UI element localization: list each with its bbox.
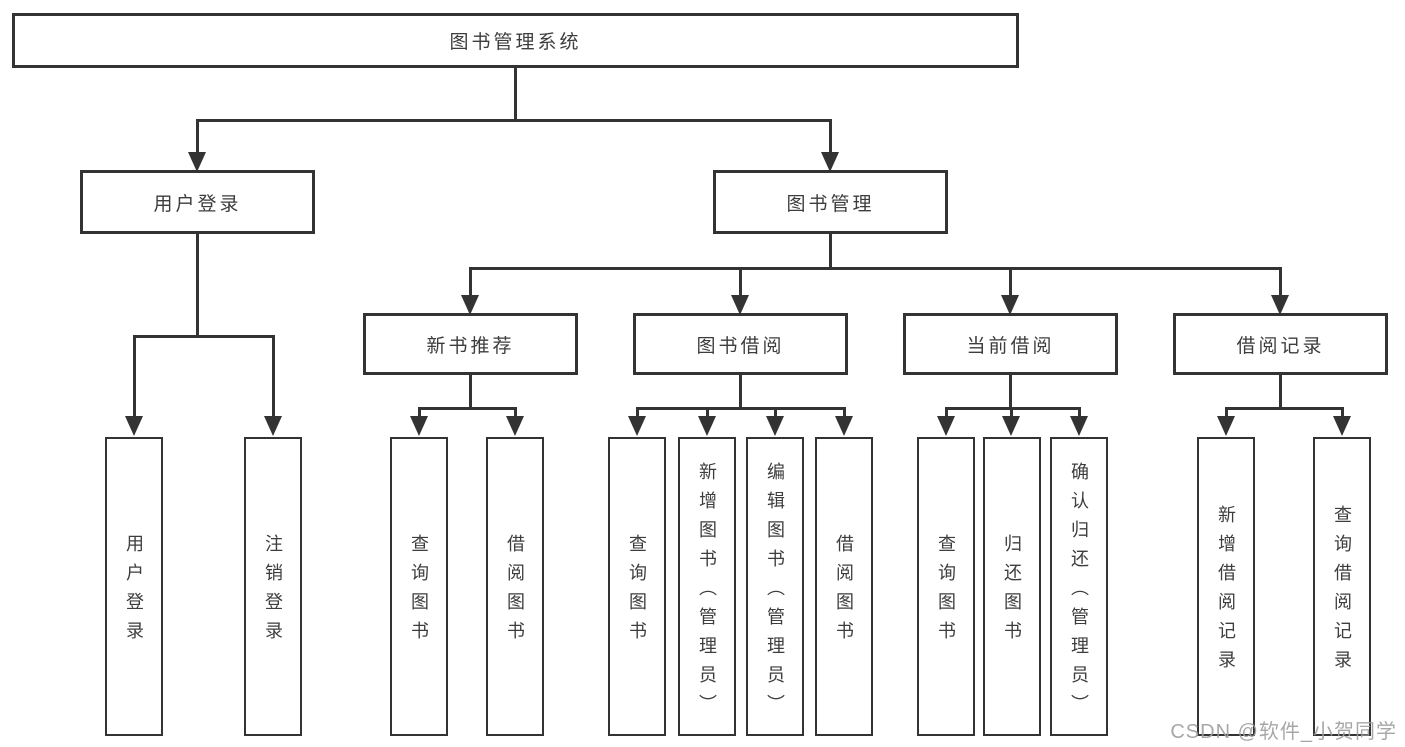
connector-line <box>738 375 742 408</box>
connector-line <box>513 68 517 120</box>
connector-line <box>468 266 1282 270</box>
connector-arrow-stem <box>1009 408 1013 422</box>
arrowhead-down-icon <box>264 416 282 436</box>
arrowhead-down-icon <box>1002 416 1020 436</box>
leaf-add-books-admin: 新增图书（管理员） <box>678 437 736 736</box>
node-user-login-label: 用户登录 <box>153 193 242 215</box>
leaf-user-login-label: 用户登录 <box>124 534 144 650</box>
connector-arrow-stem <box>1008 268 1012 301</box>
leaf-edit-books-admin-label: 编辑图书（管理员） <box>765 461 785 723</box>
leaf-query-books-1-label: 查询图书 <box>409 534 429 650</box>
leaf-query-books-3: 查询图书 <box>917 437 975 736</box>
node-borrow-records: 借阅记录 <box>1173 313 1388 375</box>
connector-line <box>195 234 199 336</box>
connector-line <box>468 375 472 408</box>
leaf-confirm-return-admin-label: 确认归还（管理员） <box>1069 461 1089 723</box>
connector-arrow-stem <box>132 336 136 422</box>
leaf-logout-label: 注销登录 <box>263 534 283 650</box>
arrowhead-down-icon <box>766 416 784 436</box>
connector-line <box>1008 375 1012 408</box>
leaf-borrow-books-2-label: 借阅图书 <box>834 534 854 650</box>
leaf-return-books-label: 归还图书 <box>1002 534 1022 650</box>
node-borrow-records-label: 借阅记录 <box>1236 335 1325 357</box>
arrowhead-down-icon <box>835 416 853 436</box>
arrowhead-down-icon <box>1070 416 1088 436</box>
arrowhead-down-icon <box>506 416 524 436</box>
leaf-edit-books-admin: 编辑图书（管理员） <box>746 437 804 736</box>
leaf-borrow-books-2: 借阅图书 <box>815 437 873 736</box>
arrowhead-down-icon <box>1001 295 1019 315</box>
leaf-borrow-books-1-label: 借阅图书 <box>505 534 525 650</box>
connector-arrow-stem <box>1278 268 1282 301</box>
connector-arrow-stem <box>1077 408 1081 422</box>
leaf-confirm-return-admin: 确认归还（管理员） <box>1050 437 1108 736</box>
arrowhead-down-icon <box>821 152 839 172</box>
node-book-management-label: 图书管理 <box>786 193 875 215</box>
connector-arrow-stem <box>705 408 709 422</box>
connector-arrow-stem <box>1340 408 1344 422</box>
connector-line <box>944 406 1081 410</box>
connector-line <box>195 118 832 122</box>
connector-arrow-stem <box>773 408 777 422</box>
connector-line <box>828 234 832 268</box>
leaf-query-borrow-record: 查询借阅记录 <box>1313 437 1371 736</box>
arrowhead-down-icon <box>731 295 749 315</box>
arrowhead-down-icon <box>188 152 206 172</box>
arrowhead-down-icon <box>628 416 646 436</box>
leaf-query-books-2-label: 查询图书 <box>627 534 647 650</box>
leaf-user-login: 用户登录 <box>105 437 163 736</box>
arrowhead-down-icon <box>1333 416 1351 436</box>
leaf-query-books-2: 查询图书 <box>608 437 666 736</box>
connector-arrow-stem <box>738 268 742 301</box>
leaf-query-borrow-record-label: 查询借阅记录 <box>1332 505 1352 679</box>
connector-arrow-stem <box>635 408 639 422</box>
arrowhead-down-icon <box>1217 416 1235 436</box>
node-root-label: 图书管理系统 <box>449 32 582 53</box>
arrowhead-down-icon <box>1271 295 1289 315</box>
leaf-query-books-3-label: 查询图书 <box>936 534 956 650</box>
leaf-add-books-admin-label: 新增图书（管理员） <box>697 461 717 723</box>
leaf-add-borrow-record-label: 新增借阅记录 <box>1216 505 1236 679</box>
arrowhead-down-icon <box>410 416 428 436</box>
connector-arrow-stem <box>417 408 421 422</box>
leaf-return-books: 归还图书 <box>983 437 1041 736</box>
connector-arrow-stem <box>513 408 517 422</box>
leaf-logout: 注销登录 <box>244 437 302 736</box>
arrowhead-down-icon <box>125 416 143 436</box>
node-new-book-recommend: 新书推荐 <box>363 313 578 375</box>
connector-line <box>1278 375 1282 408</box>
connector-arrow-stem <box>828 120 832 158</box>
connector-arrow-stem <box>842 408 846 422</box>
node-current-borrow-label: 当前借阅 <box>966 335 1055 357</box>
connector-line <box>417 406 517 410</box>
arrowhead-down-icon <box>461 295 479 315</box>
node-user-login: 用户登录 <box>80 170 315 234</box>
connector-arrow-stem <box>195 120 199 158</box>
arrowhead-down-icon <box>698 416 716 436</box>
node-new-book-recommend-label: 新书推荐 <box>426 335 515 357</box>
connector-arrow-stem <box>271 336 275 422</box>
node-book-management: 图书管理 <box>713 170 948 234</box>
node-book-borrow-label: 图书借阅 <box>696 335 785 357</box>
connector-arrow-stem <box>944 408 948 422</box>
connector-line <box>132 334 275 338</box>
connector-arrow-stem <box>1224 408 1228 422</box>
leaf-query-books-1: 查询图书 <box>390 437 448 736</box>
connector-line <box>1224 406 1344 410</box>
leaf-borrow-books-1: 借阅图书 <box>486 437 544 736</box>
node-book-borrow: 图书借阅 <box>633 313 848 375</box>
node-current-borrow: 当前借阅 <box>903 313 1118 375</box>
node-root: 图书管理系统 <box>12 13 1019 68</box>
connector-arrow-stem <box>468 268 472 301</box>
connector-line <box>635 406 846 410</box>
leaf-add-borrow-record: 新增借阅记录 <box>1197 437 1255 736</box>
arrowhead-down-icon <box>937 416 955 436</box>
